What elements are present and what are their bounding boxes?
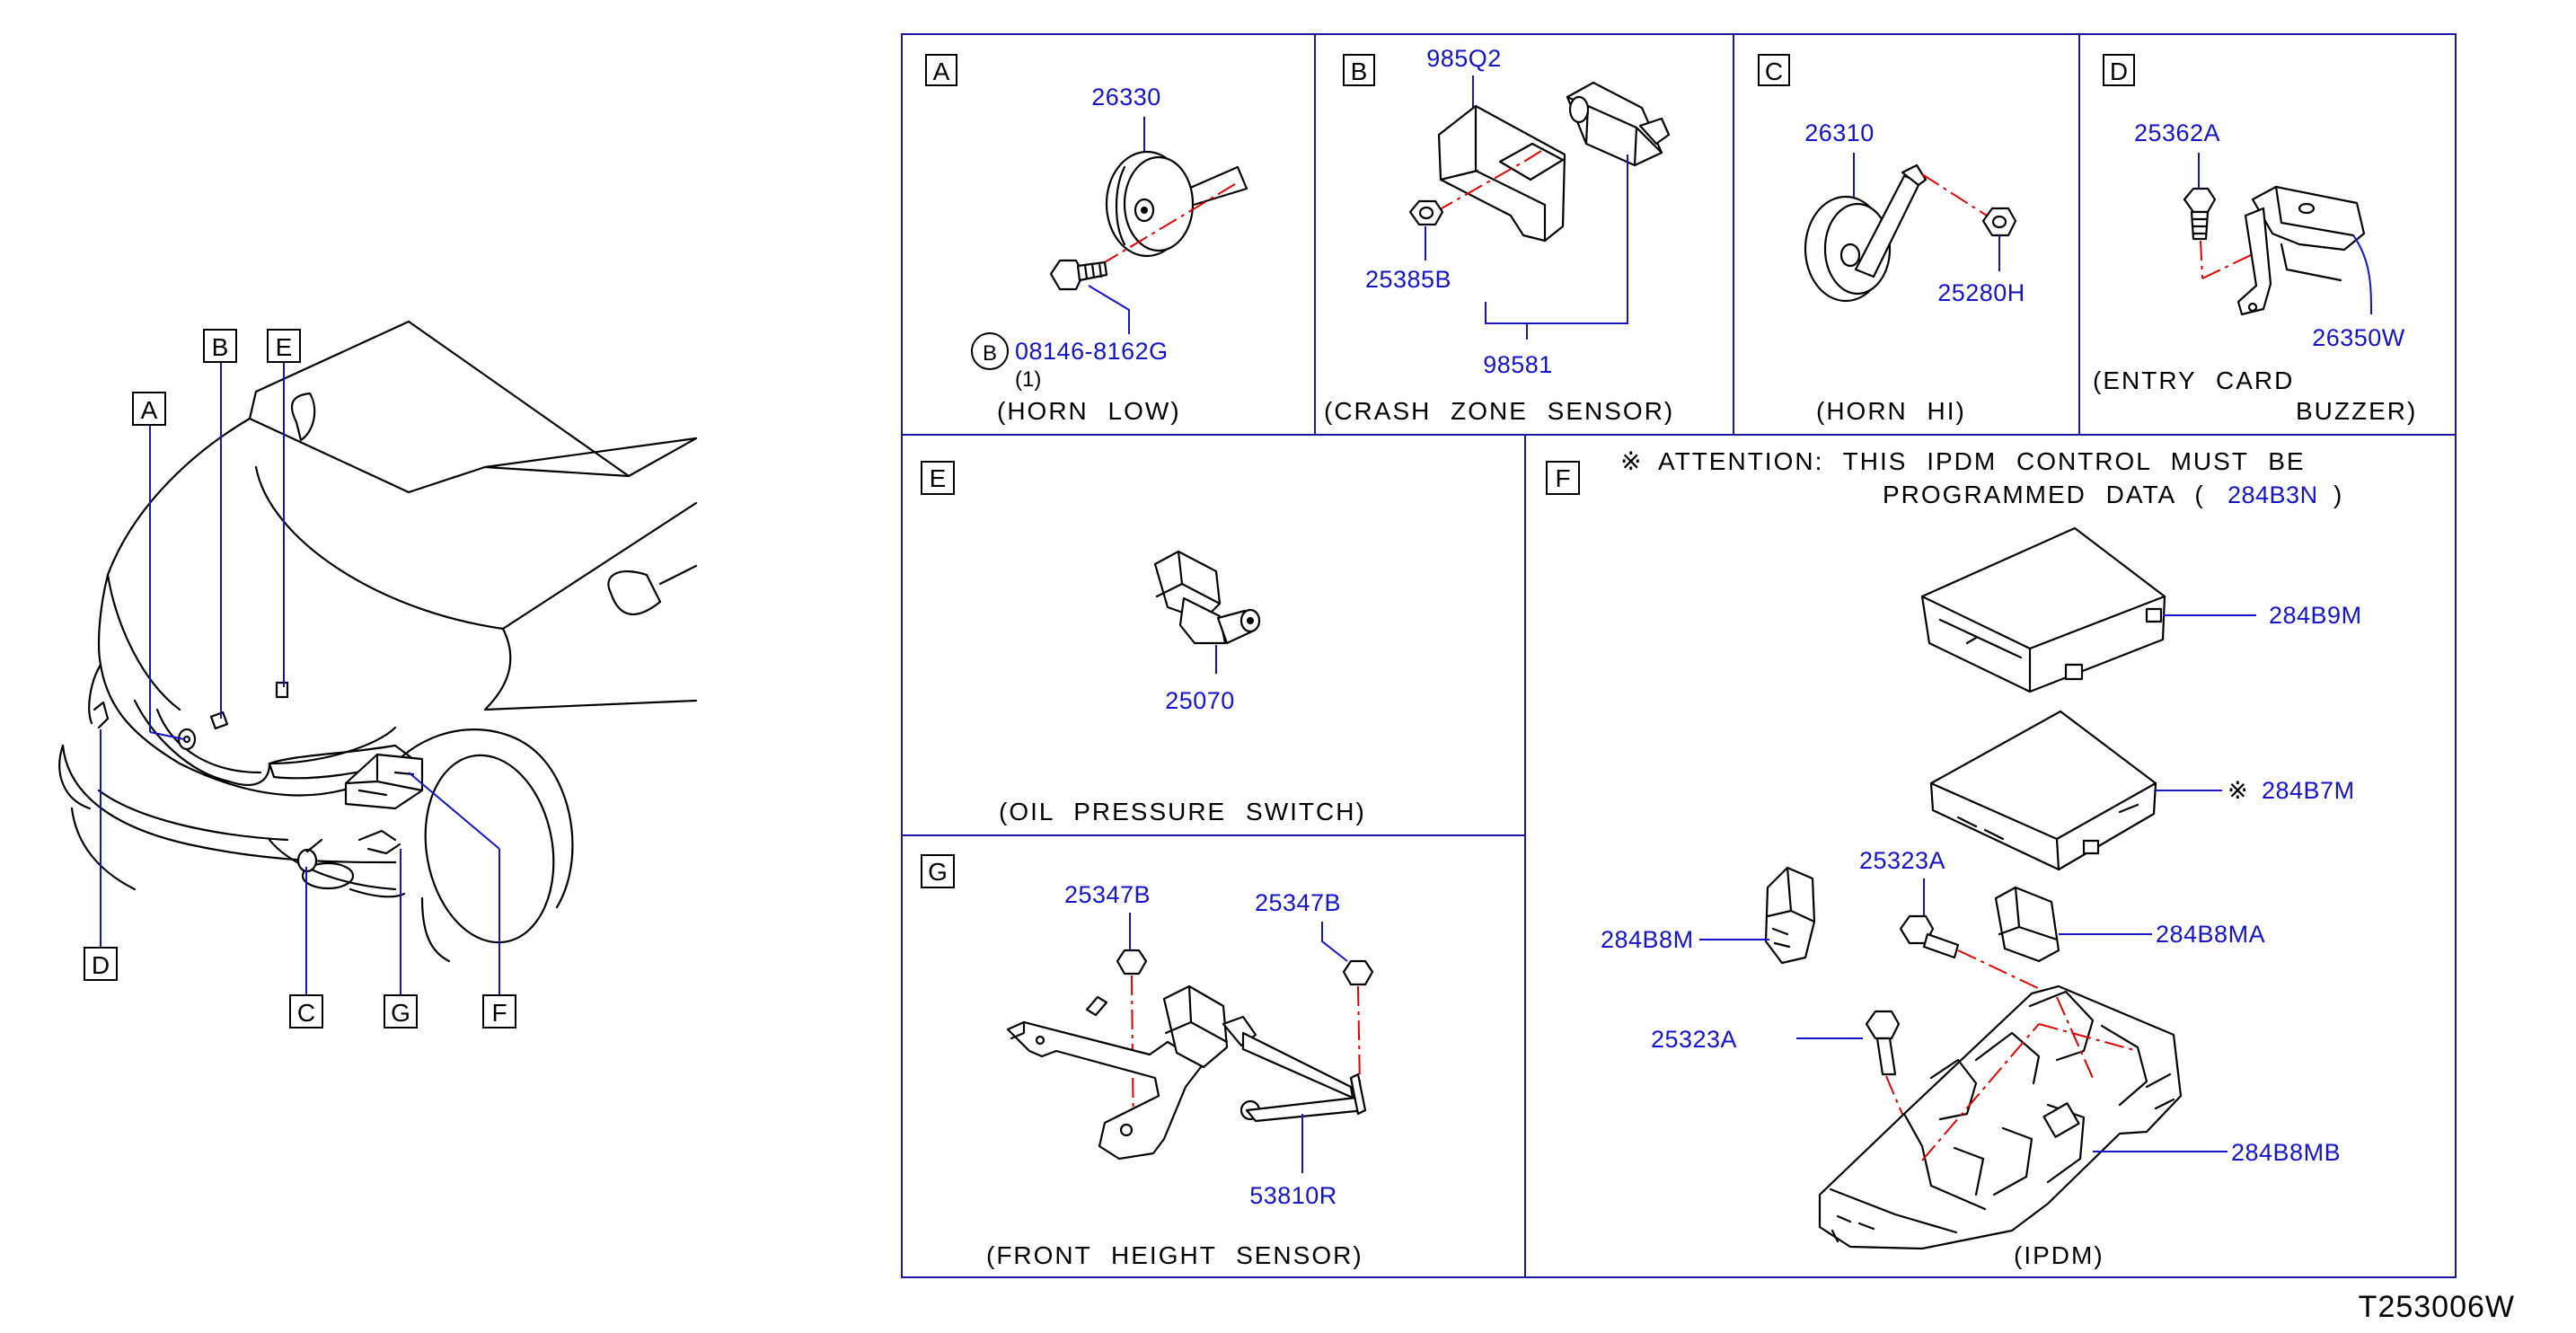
part-25323a-lower: 25323A [1651,1026,1737,1053]
part-08146-8162g: 08146-8162G [1015,338,1169,365]
part-26310: 26310 [1804,119,1875,146]
part-25347b-left: 25347B [1064,881,1151,908]
part-98581: 98581 [1483,351,1553,378]
part-25347b-right: 25347B [1255,889,1341,916]
attention-line2-suffix: ) [2333,481,2343,508]
oil-pressure-switch-drawing [1153,550,1261,645]
ipdm-bolt-lower [1865,1010,1901,1076]
part-25323a-upper: 25323A [1859,847,1945,874]
horn-hi-nut [1981,207,2017,237]
height-sensor-body [1162,984,1367,1123]
panel-e-letter: E [930,464,947,492]
crash-sensor-nut [1408,199,1444,226]
overview-oil-switch-icon [275,681,289,699]
ipdm-connector-284b8ma [1994,886,2060,963]
panel-d-entry-card-buzzer: D 25362A 26350W (ENTRY CARD BUZZER) [2093,54,2417,425]
horn-low-bolt [1049,259,1108,291]
panel-c-letter: C [1765,57,1783,85]
panel-b-crash-zone-sensor: B 985Q2 25385B 98581 (CRASH ZONE SENSOR) [1324,45,1674,425]
height-sensor-nuts [1116,949,1374,986]
ipdm-box-body [1818,984,2183,1250]
callout-e: E [267,329,301,363]
panel-g-caption: (FRONT HEIGHT SENSOR) [986,1241,1363,1269]
callout-a: A [132,392,166,426]
height-sensor-bracket [1006,995,1205,1161]
panel-f-letter: F [1555,464,1570,492]
attention-line1: ATTENTION: THIS IPDM CONTROL MUST BE [1658,447,2306,475]
panel-b-caption: (CRASH ZONE SENSOR) [1324,397,1674,425]
part-985q2: 985Q2 [1426,45,1502,72]
part-26350w: 26350W [2312,324,2405,351]
part-284b9m: 284B9M [2269,602,2362,629]
panel-d-letter: D [2110,57,2128,85]
part-26330: 26330 [1091,84,1161,110]
panel-c-horn-hi: C 26310 25280H (HORN HI) [1758,54,2025,425]
part-284b3n: 284B3N [2228,481,2318,508]
panel-g-front-height-sensor: G 25347B 25347B 53810R (FRON [921,854,1374,1269]
part-25280h: 25280H [1937,279,2025,306]
part-25070: 25070 [1165,687,1235,714]
panel-d-caption-line1: (ENTRY CARD [2093,366,2294,394]
panel-d-caption-line2: BUZZER) [2296,397,2417,425]
vehicle-overview: A B E D C G F [58,320,698,1028]
attention-symbol: ※ [1620,447,1643,475]
callout-g: G [384,994,418,1028]
overview-entry-buzzer-icon [93,701,110,729]
part-53810r: 53810R [1249,1182,1337,1209]
buzzer-bolt [2183,187,2217,241]
svg-text:B: B [212,333,229,361]
svg-text:D: D [92,951,110,979]
part-284b8ma: 284B8MA [2156,921,2265,948]
svg-text:A: A [141,396,158,424]
callout-c: C [289,994,323,1028]
overview-horn-hi-icon [296,838,323,873]
svg-text:E: E [276,333,293,361]
panel-a-horn-low: A 26330 B 08146-8162G (1) (HORN LOW) [925,54,1248,425]
overview-height-sensor-icon [357,829,401,855]
ipdm-connector-284b8m [1764,866,1816,965]
horn-low-drawing [1105,150,1248,258]
svg-text:G: G [391,999,410,1027]
svg-text:B: B [983,341,997,366]
crash-sensor-body [1566,81,1671,167]
part-25385b: 25385B [1365,266,1451,293]
part-284b8mb: 284B8MB [2231,1139,2341,1166]
overview-horn-low-icon [177,728,197,751]
panel-e-oil-pressure-switch: E 25070 (OIL PRESSURE SWITCH) [921,461,1366,825]
ipdm-bolt-upper [1899,914,1960,959]
panel-b-letter: B [1351,57,1368,85]
attention-line2-prefix: PROGRAMMED DATA ( [1883,481,2205,508]
callout-b: B [203,329,237,363]
callout-d: D [84,947,118,981]
svg-text:C: C [297,999,315,1027]
panel-grid [901,33,2457,1278]
callout-f: F [482,994,516,1028]
drawing-number: T253006W [2359,1290,2515,1324]
part-284b7m: 284B7M [2262,777,2355,804]
part-qty: (1) [1015,367,1041,392]
panel-c-caption: (HORN HI) [1816,397,1966,425]
marked-part-symbol: ※ [2228,777,2248,804]
ipdm-cover-lower [1929,710,2157,871]
overview-crash-sensor-icon [209,711,229,730]
panel-f-caption: (IPDM) [2014,1241,2104,1269]
panel-f-ipdm: F ※ ATTENTION: THIS IPDM CONTROL MUST BE… [1546,447,2362,1269]
bolt-marker-b: B [971,332,1009,370]
svg-text:F: F [491,999,507,1027]
panel-a-caption: (HORN LOW) [997,397,1181,425]
horn-hi-drawing [1804,163,1928,303]
part-25362a: 25362A [2134,119,2220,146]
buzzer-bracket [2236,185,2366,316]
panel-a-letter: A [933,57,950,85]
panel-e-caption: (OIL PRESSURE SWITCH) [999,798,1366,825]
ipdm-cover-upper [1920,526,2166,693]
overview-ipdm-icon [344,753,424,810]
panel-g-letter: G [928,858,948,886]
part-284b8m: 284B8M [1601,926,1694,953]
